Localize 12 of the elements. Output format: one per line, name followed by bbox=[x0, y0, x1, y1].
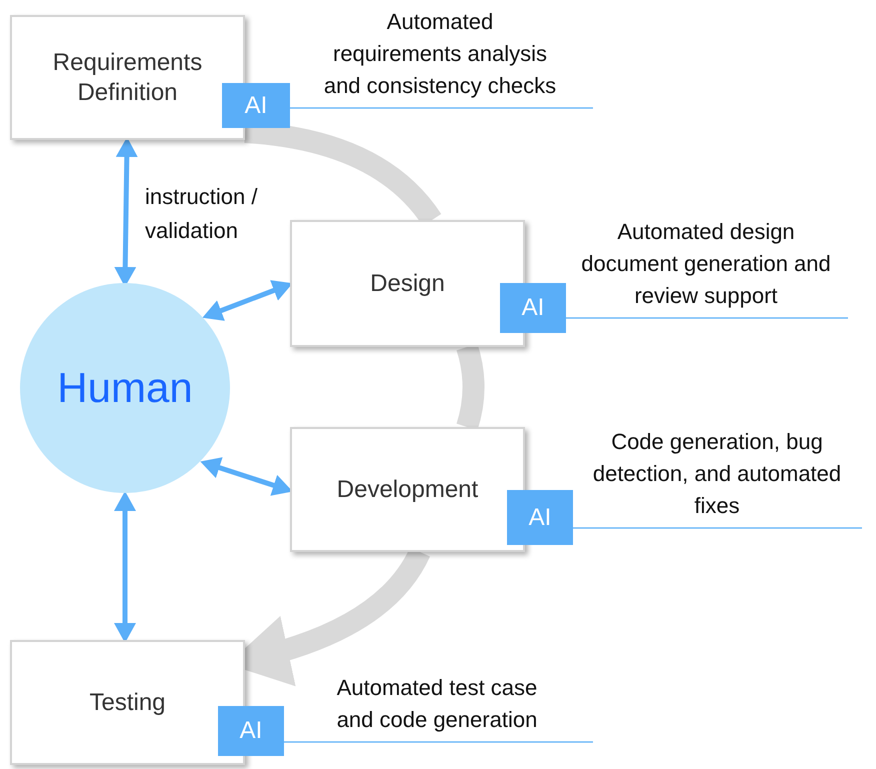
process-box: Requirements Definition bbox=[10, 15, 245, 140]
ai-badge: AI bbox=[500, 283, 566, 333]
ai-badge: AI bbox=[507, 490, 573, 545]
human-circle: Human bbox=[20, 283, 230, 493]
ai-badge: AI bbox=[218, 706, 284, 756]
annotation-text: Automated requirements analysis and consistency checks bbox=[322, 8, 558, 100]
process-box: Development bbox=[290, 427, 525, 552]
annotation-text: Code generation, bug detection, and automated fixes bbox=[592, 428, 842, 520]
ai-badge: AI bbox=[222, 83, 290, 128]
annotation-text: Automated test case and code generation bbox=[336, 674, 538, 734]
double-arrow bbox=[114, 491, 136, 643]
annotation-text: Automated design document generation and review support bbox=[580, 218, 832, 310]
